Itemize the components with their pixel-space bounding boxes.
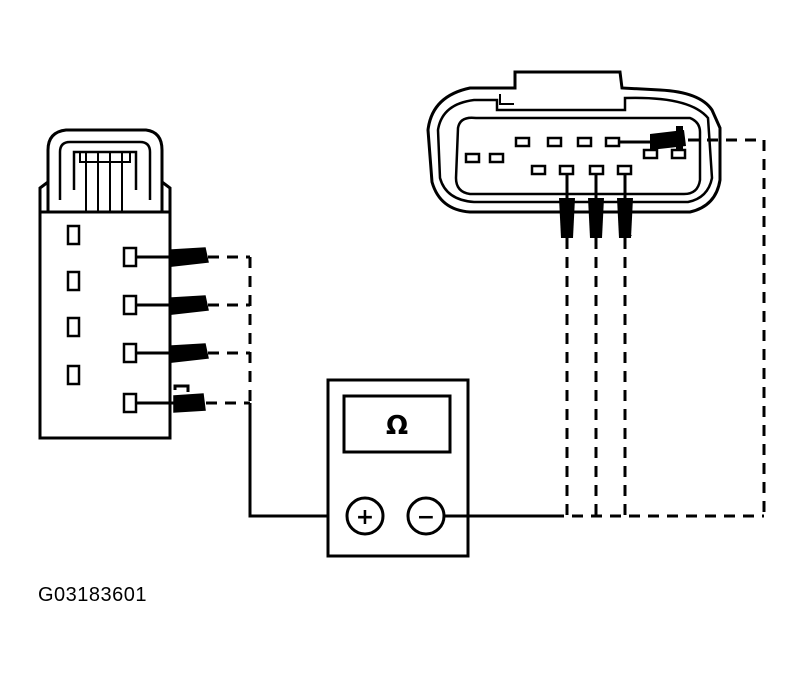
figure-reference-code: G03183601 <box>38 584 148 606</box>
ohm-symbol: Ω <box>386 411 408 441</box>
positive-terminal-label: + <box>356 505 374 530</box>
left-dashed-jumpers <box>206 255 252 405</box>
positive-test-lead <box>248 403 346 518</box>
left-connector <box>38 128 172 440</box>
left-probe-tips <box>171 247 209 413</box>
right-dashed-jumpers <box>553 138 766 518</box>
right-connector <box>426 70 722 214</box>
negative-terminal-label: − <box>417 505 435 530</box>
right-probe-tips <box>559 198 633 238</box>
right-bottom-probes <box>565 174 627 200</box>
meter-display <box>342 394 452 454</box>
left-probe-leads <box>136 255 190 405</box>
positive-terminal <box>345 496 385 536</box>
ohmmeter: Ω + − <box>326 378 470 558</box>
right-top-probe <box>620 126 686 150</box>
right-connector-pins <box>464 136 687 176</box>
